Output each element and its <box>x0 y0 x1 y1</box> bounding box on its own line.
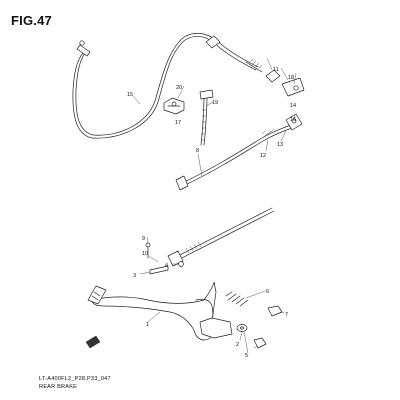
figure-title: FIG.47 <box>11 13 52 28</box>
callout-1: 1 <box>146 322 149 328</box>
callout-8: 8 <box>196 148 199 154</box>
callout-9: 9 <box>142 236 145 242</box>
spring-washer-nut <box>225 291 283 349</box>
callout-3: 3 <box>133 273 136 279</box>
brake-rod <box>167 207 275 267</box>
callout-11: 11 <box>273 67 279 73</box>
callout-15: 15 <box>127 92 133 98</box>
pin-and-bolts <box>145 242 184 275</box>
callout-10: 10 <box>142 251 148 257</box>
figure-code: LT-A400FL2_P28,P33_047 <box>39 376 111 382</box>
callout-19: 19 <box>212 100 218 106</box>
callout-17: 17 <box>175 120 181 126</box>
callout-18: 18 <box>288 75 294 81</box>
rear-brake-cable <box>72 33 263 139</box>
callout-20: 20 <box>176 85 182 91</box>
callout-14: 14 <box>290 103 296 109</box>
figure-name: REAR BRAKE <box>39 384 78 390</box>
brake-rod-cable <box>175 113 303 191</box>
callout-16: 16 <box>290 117 296 123</box>
callout-12: 12 <box>260 153 266 159</box>
callout-6: 6 <box>266 289 269 295</box>
upper-cable-end-parts <box>265 69 305 97</box>
callout-2: 2 <box>236 342 239 348</box>
callout-numbers: 1 2 3 4 5 6 7 8 9 10 11 12 13 14 15 16 1… <box>127 67 296 359</box>
callout-4: 4 <box>165 263 168 269</box>
cable-clamp <box>163 97 185 115</box>
callout-7: 7 <box>285 312 288 318</box>
cable-tie <box>199 89 214 146</box>
callout-5: 5 <box>245 353 248 359</box>
brake-pedal <box>85 281 233 349</box>
leader-lines <box>132 57 297 354</box>
callout-13: 13 <box>277 142 283 148</box>
